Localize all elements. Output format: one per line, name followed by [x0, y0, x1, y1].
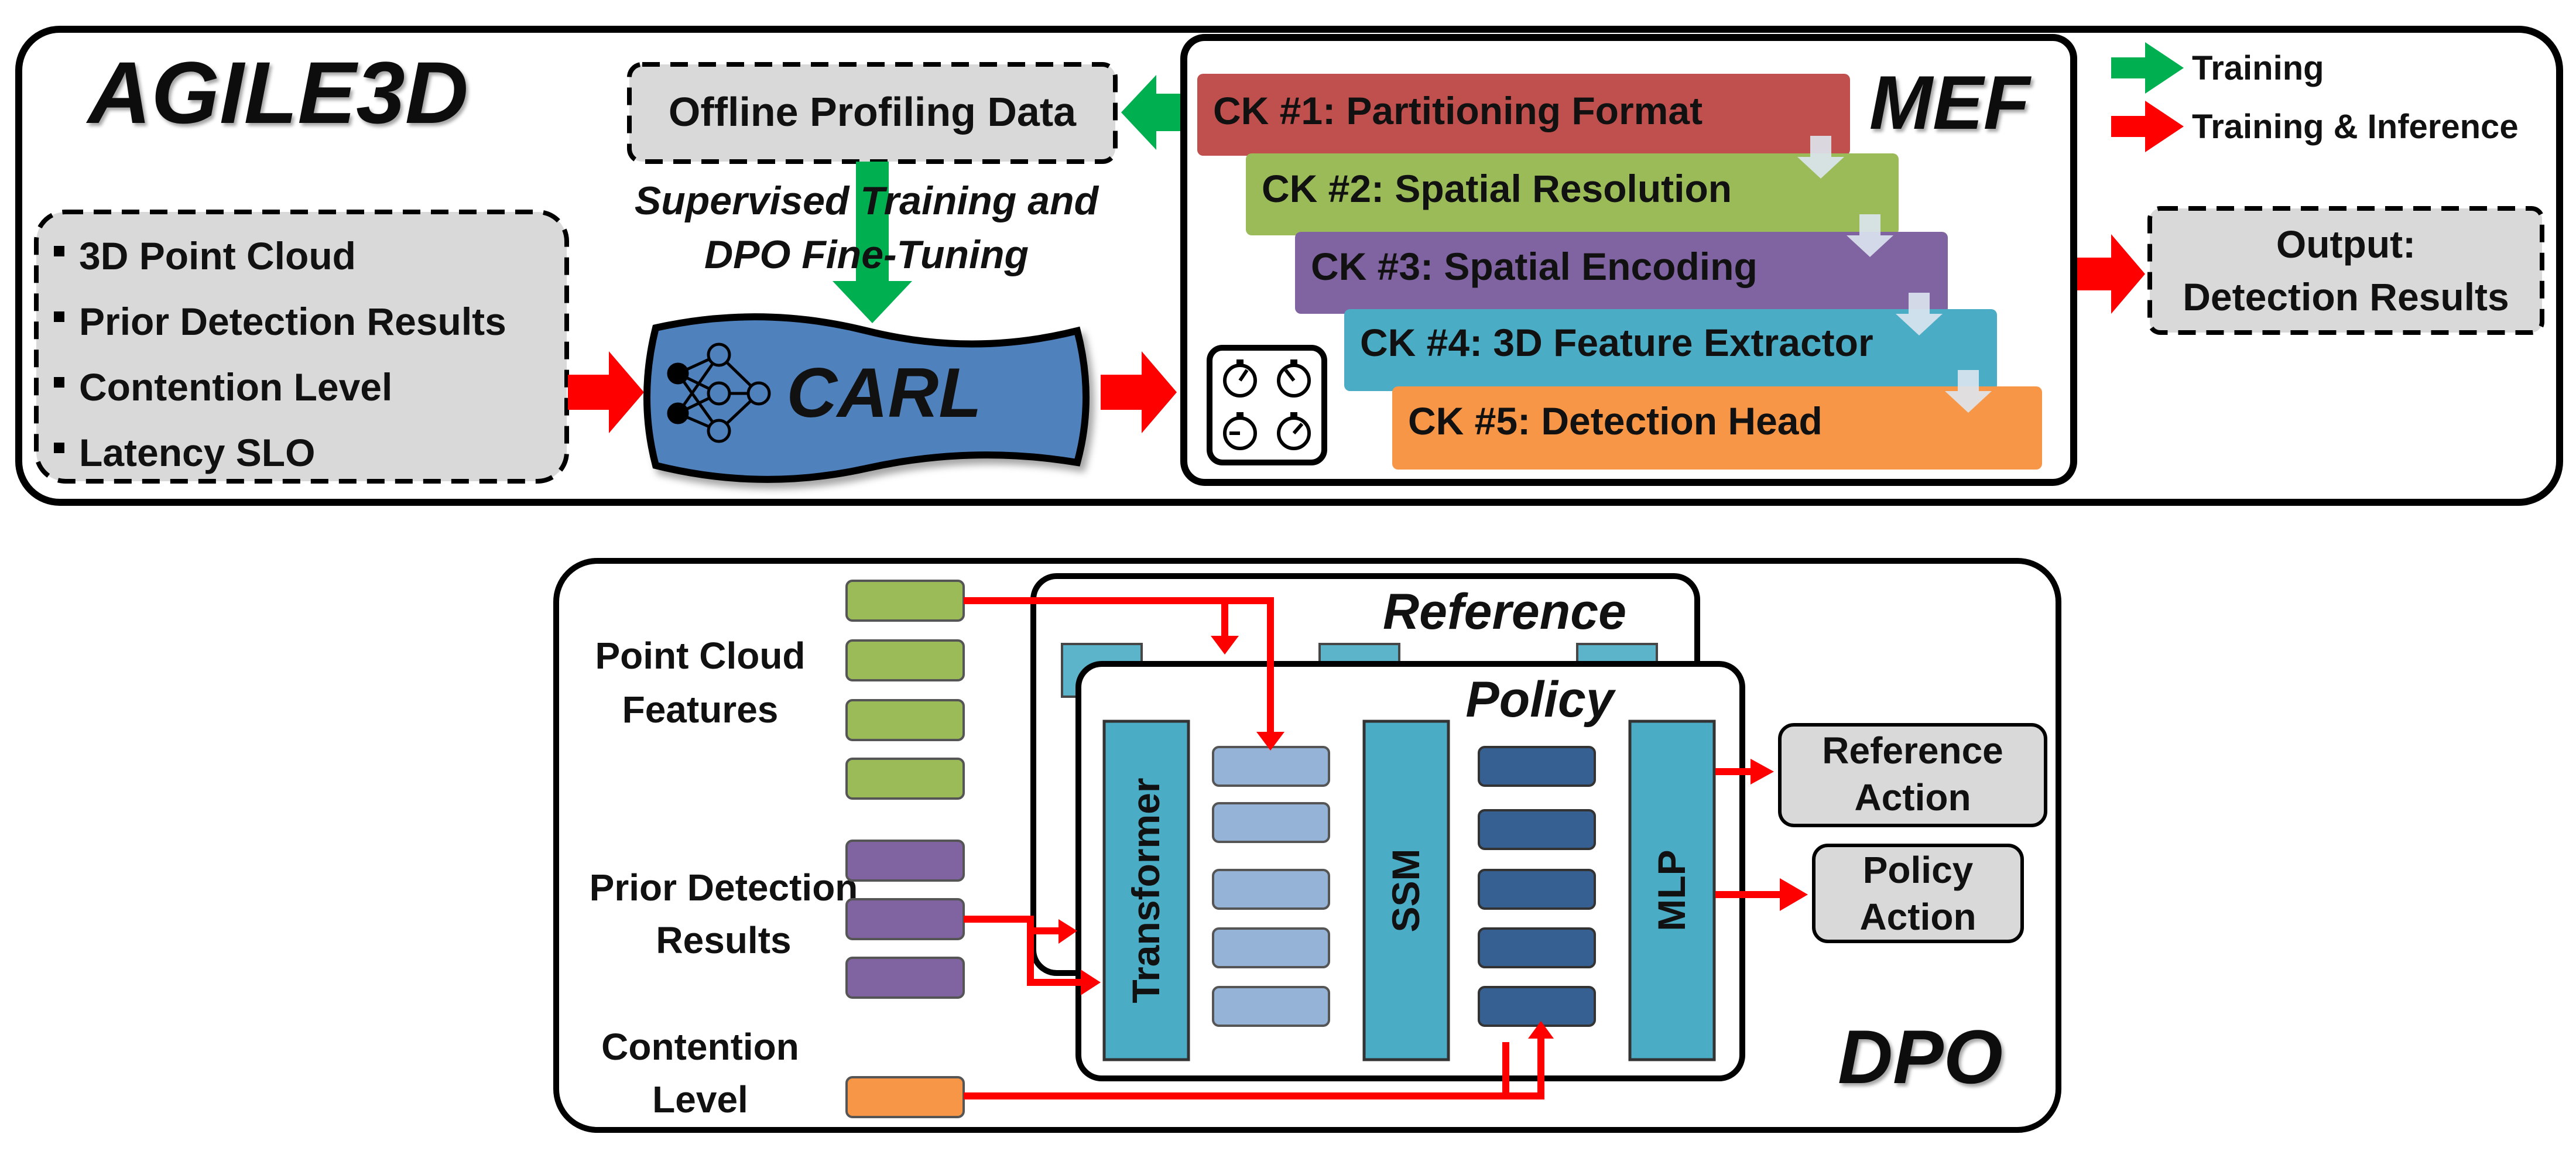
knob-4-label: CK #4: 3D Feature Extractor [1360, 321, 1873, 364]
inference-arrow-to-mef [1101, 351, 1177, 433]
token [1212, 746, 1330, 787]
transformer-block: Transformer [1102, 720, 1190, 1061]
legend-inference-label: Training & Inference [2192, 108, 2519, 146]
knob-5: CK #5: Detection Head [1392, 386, 2042, 470]
output-label-line2: Detection Results [2183, 275, 2509, 318]
knob-2-bar [1246, 153, 1899, 235]
offline-profiling-box: Offline Profiling Data [627, 62, 1118, 164]
ssm-label: SSM [1384, 848, 1427, 932]
token [845, 840, 965, 882]
knob-2: CK #2: Spatial Resolution [1246, 153, 1899, 235]
token [1212, 927, 1330, 968]
knob-5-bar [1392, 386, 2042, 470]
inputs-box: 3D Point Cloud Prior Detection Results C… [34, 210, 569, 484]
knob-1: CK #1: Partitioning Format [1197, 74, 1850, 156]
policy-label: Policy [1465, 672, 1616, 728]
point-cloud-label-line1: Point Cloud [595, 635, 805, 677]
inference-arrow-to-carl [568, 351, 644, 433]
input-item: Prior Detection Results [79, 300, 506, 343]
knob-3-bar [1295, 232, 1948, 314]
offline-profiling-label: Offline Profiling Data [669, 89, 1077, 135]
output-box: Output: Detection Results [2147, 206, 2544, 335]
knob-3: CK #3: Spatial Encoding [1295, 232, 1948, 314]
dpo-panel: DPO Point Cloud Features Prior Detection… [553, 558, 2061, 1133]
agile3d-panel: AGILE3D Offline Profiling Data Supervise… [15, 26, 2563, 506]
prior-detection-label-line2: Results [656, 919, 791, 961]
training-arrow-left [1121, 75, 1188, 150]
point-cloud-tokens [845, 580, 965, 800]
training-text-line1: Supervised Training and [635, 179, 1099, 223]
token [845, 758, 965, 800]
token [845, 898, 965, 940]
token [1478, 869, 1596, 910]
prior-detection-label-line1: Prior Detection [590, 866, 858, 909]
token [845, 699, 965, 741]
transformer-tokens [1212, 746, 1330, 1027]
dpo-label: DPO [1838, 1014, 2003, 1099]
neural-network-icon [667, 342, 771, 443]
reference-action-line1: Reference [1822, 729, 2003, 772]
token [1478, 927, 1596, 968]
carl-label: CARL [786, 354, 981, 432]
policy-action-line1: Policy [1863, 849, 1974, 891]
input-item: 3D Point Cloud [79, 234, 356, 278]
transformer-label: Transformer [1124, 777, 1167, 1003]
legend-training-arrow [2111, 42, 2184, 94]
knobs-icon [1207, 345, 1327, 465]
training-arrow-down [833, 162, 912, 323]
prior-detection-tokens [845, 840, 965, 999]
token [1478, 746, 1596, 787]
point-cloud-label-line2: Features [622, 688, 779, 731]
mef-module: MEF CK #1: Partitioning Format CK #2: Sp… [1180, 34, 2077, 486]
carl-module: CARL [643, 313, 1090, 483]
ssm-tokens [1478, 746, 1596, 1027]
knob-2-label: CK #2: Spatial Resolution [1262, 167, 1732, 210]
knob-4: CK #4: 3D Feature Extractor [1344, 309, 1997, 391]
knob-1-label: CK #1: Partitioning Format [1213, 89, 1703, 132]
token [845, 957, 965, 999]
knob-chain-arrows [1797, 136, 1992, 413]
legend: Training Training & Inference [2111, 42, 2519, 152]
knob-4-bar [1344, 309, 1997, 391]
inputs-list: 3D Point Cloud Prior Detection Results C… [54, 234, 506, 474]
policy-network: Policy Transformer SSM [1075, 661, 1745, 1081]
legend-inference-arrow [2111, 101, 2184, 152]
token [1478, 809, 1596, 850]
input-item: Latency SLO [79, 431, 315, 474]
mlp-block: MLP [1628, 720, 1716, 1061]
reference-label: Reference [1383, 584, 1626, 640]
knob-3-label: CK #3: Spatial Encoding [1311, 245, 1758, 288]
inference-arrow-to-output [2077, 234, 2145, 314]
output-label-line1: Output: [2276, 222, 2416, 266]
token [1212, 802, 1330, 843]
contention-token [845, 1076, 965, 1118]
token [1212, 986, 1330, 1027]
reference-action-line2: Action [1854, 776, 1971, 818]
output-connectors [1715, 768, 1782, 898]
contention-label-line2: Level [652, 1078, 748, 1121]
brand-title: AGILE3D [85, 43, 468, 142]
legend-training-label: Training [2192, 49, 2324, 87]
token [1212, 869, 1330, 910]
mef-label: MEF [1869, 60, 2032, 145]
red-arrowheads [1059, 636, 1808, 1039]
token [845, 580, 965, 622]
input-item: Contention Level [79, 365, 392, 409]
training-text-line2: DPO Fine-Tuning [704, 232, 1029, 277]
knob-1-bar [1197, 74, 1850, 156]
ssm-block: SSM [1362, 720, 1450, 1061]
mlp-label: MLP [1650, 849, 1693, 931]
red-connectors [964, 597, 1544, 1099]
knob-5-label: CK #5: Detection Head [1408, 399, 1823, 443]
contention-label-line1: Contention [601, 1026, 799, 1068]
token [845, 639, 965, 681]
policy-action-box: Policy Action [1812, 844, 2024, 943]
reference-action-box: Reference Action [1778, 723, 2047, 827]
token [1478, 986, 1596, 1027]
policy-action-line2: Action [1859, 896, 1976, 938]
